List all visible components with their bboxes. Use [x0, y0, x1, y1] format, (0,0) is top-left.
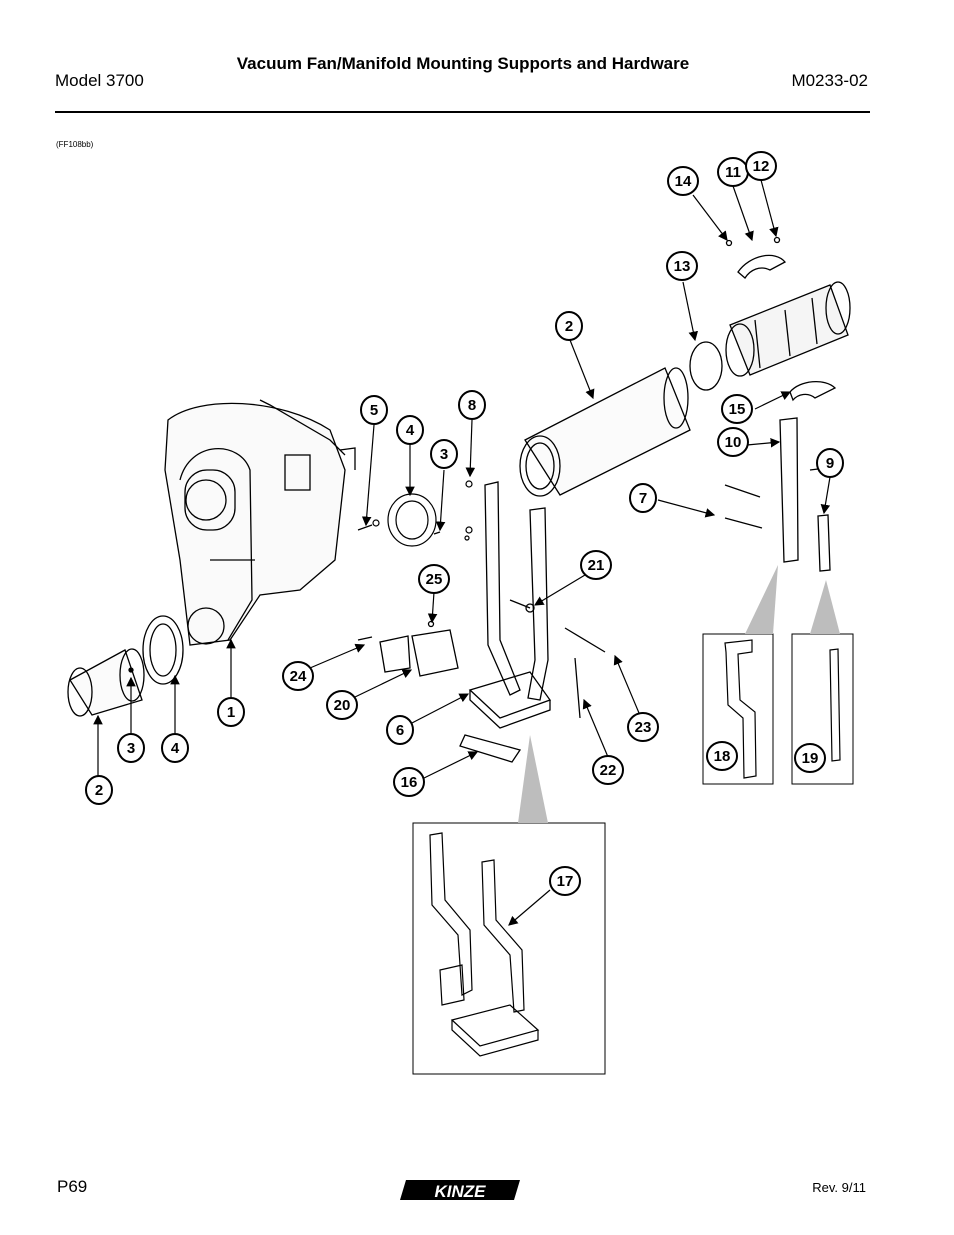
callout-circle [161, 733, 189, 763]
callout-circle [745, 151, 777, 181]
detail-19-drawing [829, 648, 841, 762]
callout-circle [282, 661, 314, 691]
model-label: Model 3700 [55, 71, 144, 90]
callout-number-3: 3 [127, 740, 135, 757]
callout-circle [386, 715, 414, 745]
callout-circle [580, 550, 612, 580]
callout-circle [117, 733, 145, 763]
long-tube-drawing [519, 367, 691, 497]
callout-circle [666, 251, 698, 281]
callout-number-17: 17 [557, 873, 574, 890]
callout-circle [627, 712, 659, 742]
callout-number-14: 14 [675, 173, 692, 190]
callout-circle [592, 755, 624, 785]
support-stand-drawing [357, 417, 831, 763]
callout-number-2: 2 [565, 318, 573, 335]
callout-number-7: 7 [639, 490, 647, 507]
callout-circle [393, 767, 425, 797]
callout-circle [326, 690, 358, 720]
callout-circle [667, 166, 699, 196]
callout-number-20: 20 [334, 697, 351, 714]
callout-circle [360, 395, 388, 425]
callout-circle [85, 775, 113, 805]
leader-lines [93, 179, 831, 926]
callout-number-19: 19 [802, 750, 819, 767]
detail-17-drawing [429, 832, 540, 1057]
callout-circle [217, 697, 245, 727]
callout-number-16: 16 [401, 774, 418, 791]
callout-number-6: 6 [396, 722, 404, 739]
document-number: M0233-02 [791, 71, 868, 90]
callout-number-18: 18 [714, 748, 731, 765]
callout-circle [549, 866, 581, 896]
page-number: P69 [57, 1177, 88, 1196]
hardware-center-drawing [357, 480, 473, 547]
callout-number-21: 21 [588, 557, 605, 574]
callout-number-1: 1 [227, 704, 235, 721]
kinze-logo: KINZE [400, 1180, 520, 1201]
callout-number-8: 8 [468, 397, 476, 414]
revision-label: Rev. 9/11 [812, 1180, 866, 1195]
callout-number-5: 5 [370, 402, 378, 419]
callout-number-9: 9 [826, 455, 834, 472]
callout-number-12: 12 [753, 158, 770, 175]
callout-number-4: 4 [171, 740, 180, 757]
callout-number-4: 4 [406, 422, 415, 439]
callout-number-3: 3 [440, 446, 448, 463]
figure-code: (FF108bb) [56, 140, 94, 149]
detail-18-drawing [724, 639, 757, 779]
detail-pointers [518, 565, 840, 823]
callout-number-24: 24 [290, 668, 307, 685]
callout-circle [629, 483, 657, 513]
detail-boxes [412, 633, 854, 1075]
header-rule [55, 111, 870, 113]
svg-text:KINZE: KINZE [435, 1182, 487, 1201]
callout-circle [555, 311, 583, 341]
callout-number-25: 25 [426, 571, 443, 588]
callout-circle [396, 415, 424, 445]
callout-circle [418, 564, 450, 594]
callout-circle [430, 439, 458, 469]
callout-circle [706, 741, 738, 771]
callout-number-11: 11 [725, 164, 741, 181]
fan-housing-drawing [164, 399, 356, 646]
manifold-drawing [689, 236, 851, 471]
callout-circle [816, 448, 844, 478]
callout-circle [721, 394, 753, 424]
callout-number-22: 22 [600, 762, 617, 779]
callout-number-10: 10 [725, 434, 742, 451]
outlet-tube-drawing [67, 615, 184, 717]
page-title: Vacuum Fan/Manifold Mounting Supports an… [236, 54, 690, 73]
callout-number-2: 2 [95, 782, 103, 799]
callout-number-13: 13 [674, 258, 691, 275]
callout-circle [794, 743, 826, 773]
callout-circle [717, 427, 749, 457]
callout-circle [458, 390, 486, 420]
callout-number-15: 15 [729, 401, 746, 418]
callout-number-23: 23 [635, 719, 652, 736]
